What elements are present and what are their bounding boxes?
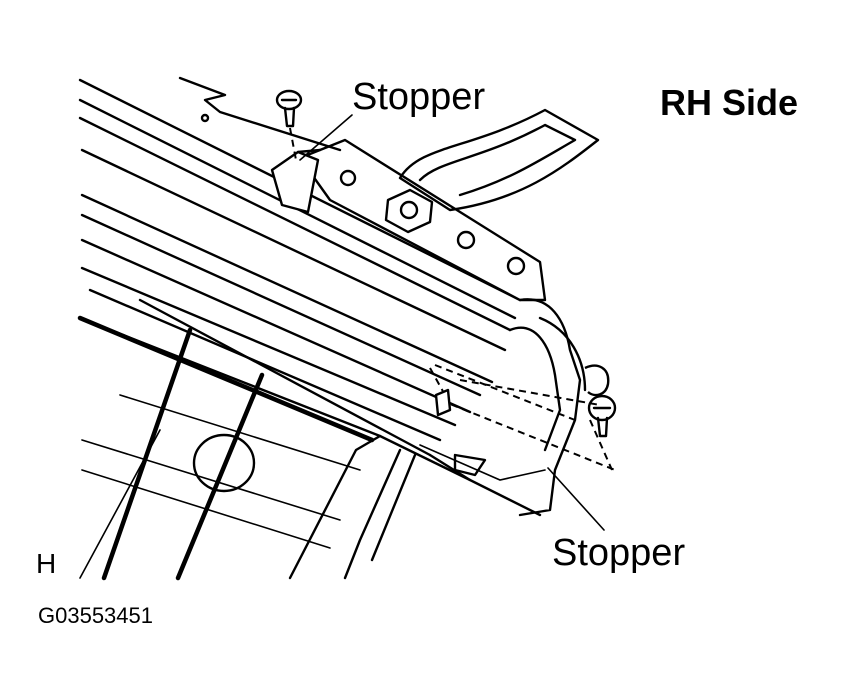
stopper-label-top: Stopper [352, 76, 486, 118]
figure-code: G03553451 [38, 603, 153, 628]
stopper-label-bottom: Stopper [552, 532, 686, 574]
support-arm [398, 108, 600, 212]
end-housing [508, 298, 610, 517]
stopper-bottom-part [434, 388, 452, 417]
screw-top [275, 89, 303, 161]
alignment-lines [429, 364, 616, 471]
plate-hole [456, 230, 476, 250]
stopper-top-part [270, 148, 322, 214]
leader-line-bottom [547, 467, 605, 531]
side-label: RH Side [660, 82, 799, 123]
plate-hole [506, 256, 526, 276]
glass-hole [192, 433, 256, 493]
view-letter: H [36, 548, 57, 579]
nut [384, 188, 434, 234]
screw-bottom [587, 394, 617, 438]
leader-line-top [299, 114, 353, 161]
window-glass-panel [77, 315, 417, 581]
upper-bracket [178, 76, 342, 152]
plate-hole [339, 169, 357, 187]
